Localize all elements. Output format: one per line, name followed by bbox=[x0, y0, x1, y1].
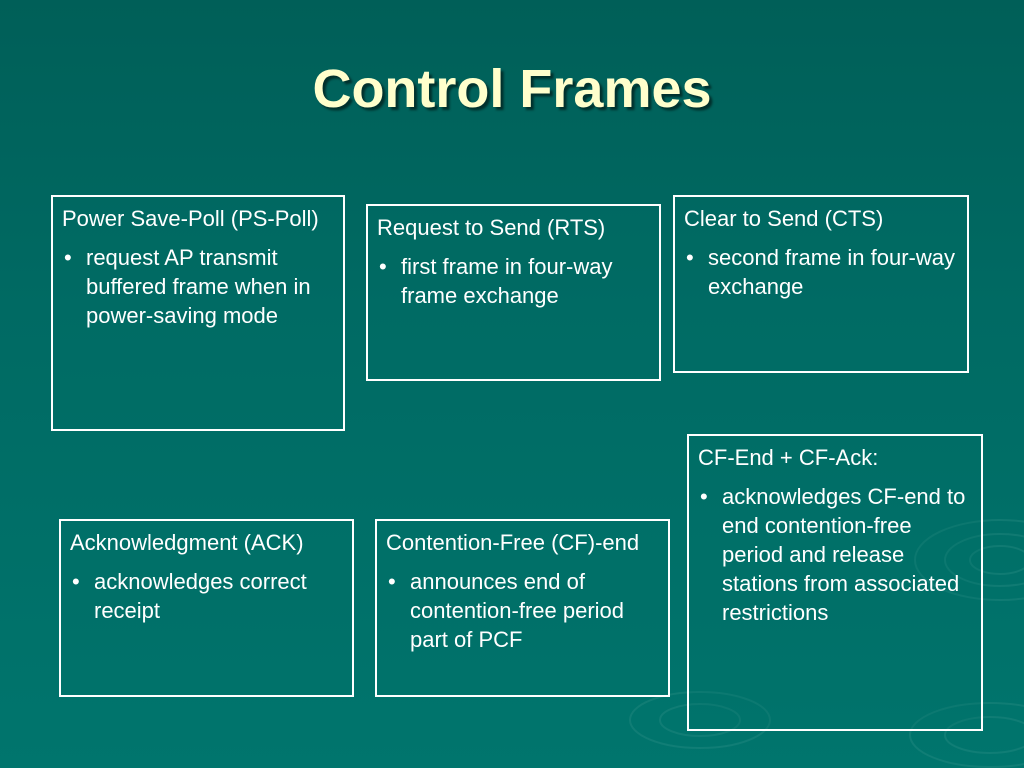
pspoll-bullet-list: • request AP transmit buffered frame whe… bbox=[62, 243, 334, 330]
pspoll-bullet-text: request AP transmit buffered frame when … bbox=[86, 245, 311, 328]
cts-bullet-item: • second frame in four-way exchange bbox=[684, 243, 958, 301]
cf-end-bullet-list: • announces end of contention-free perio… bbox=[386, 567, 659, 654]
pspoll-box: Power Save-Poll (PS-Poll) • request AP t… bbox=[51, 195, 345, 431]
cts-bullet-text: second frame in four-way exchange bbox=[708, 245, 955, 299]
cf-end-heading: Contention-Free (CF)-end bbox=[386, 530, 640, 555]
cf-end-ack-bullet-list: • acknowledges CF-end to end contention-… bbox=[698, 482, 972, 627]
ack-bullet-list: • acknowledges correct receipt bbox=[70, 567, 343, 625]
ack-box: Acknowledgment (ACK) • acknowledges corr… bbox=[59, 519, 354, 697]
pspoll-bullet-item: • request AP transmit buffered frame whe… bbox=[62, 243, 334, 330]
cf-end-ack-bullet-text: acknowledges CF-end to end contention-fr… bbox=[722, 484, 966, 625]
bullet-icon: • bbox=[388, 569, 396, 594]
pspoll-heading: Power Save-Poll (PS-Poll) bbox=[62, 206, 319, 231]
cts-heading: Clear to Send (CTS) bbox=[684, 206, 884, 231]
rts-bullet-item: • first frame in four-way frame exchange bbox=[377, 252, 650, 310]
cf-end-box: Contention-Free (CF)-end • announces end… bbox=[375, 519, 670, 697]
rts-bullet-text: first frame in four-way frame exchange bbox=[401, 254, 613, 308]
cts-bullet-list: • second frame in four-way exchange bbox=[684, 243, 958, 301]
bullet-icon: • bbox=[64, 245, 72, 270]
ack-heading: Acknowledgment (ACK) bbox=[70, 530, 304, 555]
slide-title: Control Frames bbox=[312, 59, 712, 119]
rts-heading: Request to Send (RTS) bbox=[377, 215, 606, 240]
bullet-icon: • bbox=[686, 245, 694, 270]
cf-end-ack-bullet-item: • acknowledges CF-end to end contention-… bbox=[698, 482, 972, 627]
cf-end-bullet-item: • announces end of contention-free perio… bbox=[386, 567, 659, 654]
bullet-icon: • bbox=[72, 569, 80, 594]
bullet-icon: • bbox=[379, 254, 387, 279]
rts-bullet-list: • first frame in four-way frame exchange bbox=[377, 252, 650, 310]
ack-bullet-text: acknowledges correct receipt bbox=[94, 569, 307, 623]
bullet-icon: • bbox=[700, 484, 708, 509]
cts-box: Clear to Send (CTS) • second frame in fo… bbox=[673, 195, 969, 373]
ack-bullet-item: • acknowledges correct receipt bbox=[70, 567, 343, 625]
cf-end-bullet-text: announces end of contention-free period … bbox=[410, 569, 625, 652]
cf-end-ack-heading: CF-End + CF-Ack: bbox=[698, 445, 879, 470]
cf-end-ack-box: CF-End + CF-Ack: • acknowledges CF-end t… bbox=[687, 434, 983, 731]
rts-box: Request to Send (RTS) • first frame in f… bbox=[366, 204, 661, 381]
